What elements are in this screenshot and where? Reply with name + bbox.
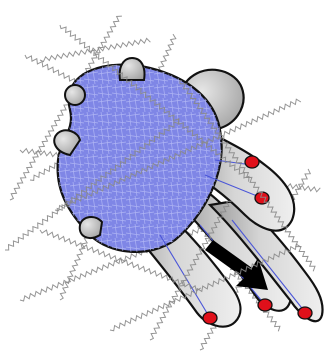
cell-knob-upper-left bbox=[65, 85, 85, 105]
adhesion-point bbox=[203, 312, 217, 324]
adhesion-point bbox=[298, 307, 312, 319]
cell-knob-top bbox=[120, 58, 145, 80]
adhesion-point bbox=[245, 156, 259, 168]
cell-knob-lower-left bbox=[80, 217, 102, 238]
adhesion-point bbox=[258, 299, 272, 311]
